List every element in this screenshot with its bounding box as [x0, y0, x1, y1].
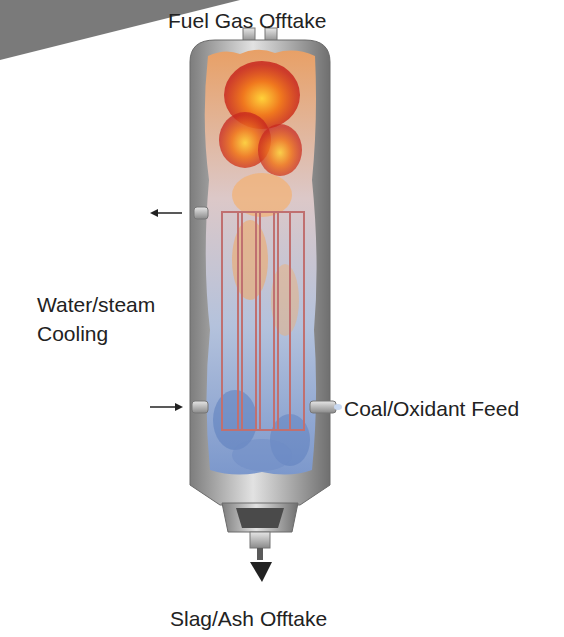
flame	[232, 173, 292, 217]
slag-outlet	[250, 532, 270, 548]
slag-drop	[250, 562, 272, 582]
outlet-stem	[257, 548, 263, 560]
water-outlet-nozzle	[194, 207, 208, 219]
water-inlet-nozzle	[192, 401, 208, 413]
arrow-head	[150, 209, 158, 217]
part-label: Slag/Ash Offtake	[170, 604, 410, 633]
vessel-shell	[190, 40, 330, 505]
arrow-head	[175, 403, 183, 411]
part-label: Fuel Gas Offtake	[168, 6, 408, 35]
cooling-tubes	[238, 212, 290, 430]
flow-arrow	[150, 406, 176, 408]
flame	[271, 264, 299, 336]
vessel-interior	[205, 50, 317, 475]
feed-nozzle	[310, 401, 336, 413]
part-label: Water/steam Cooling	[37, 290, 197, 348]
hopper-opening	[236, 508, 284, 528]
feed-jet	[334, 404, 342, 410]
slag-hopper	[222, 503, 298, 532]
gas-swirl	[232, 439, 292, 471]
heat-exchanger	[222, 212, 304, 430]
flow-arrow	[156, 212, 182, 214]
flame	[258, 124, 302, 176]
part-label: Coal/Oxidant Feed	[344, 394, 559, 423]
